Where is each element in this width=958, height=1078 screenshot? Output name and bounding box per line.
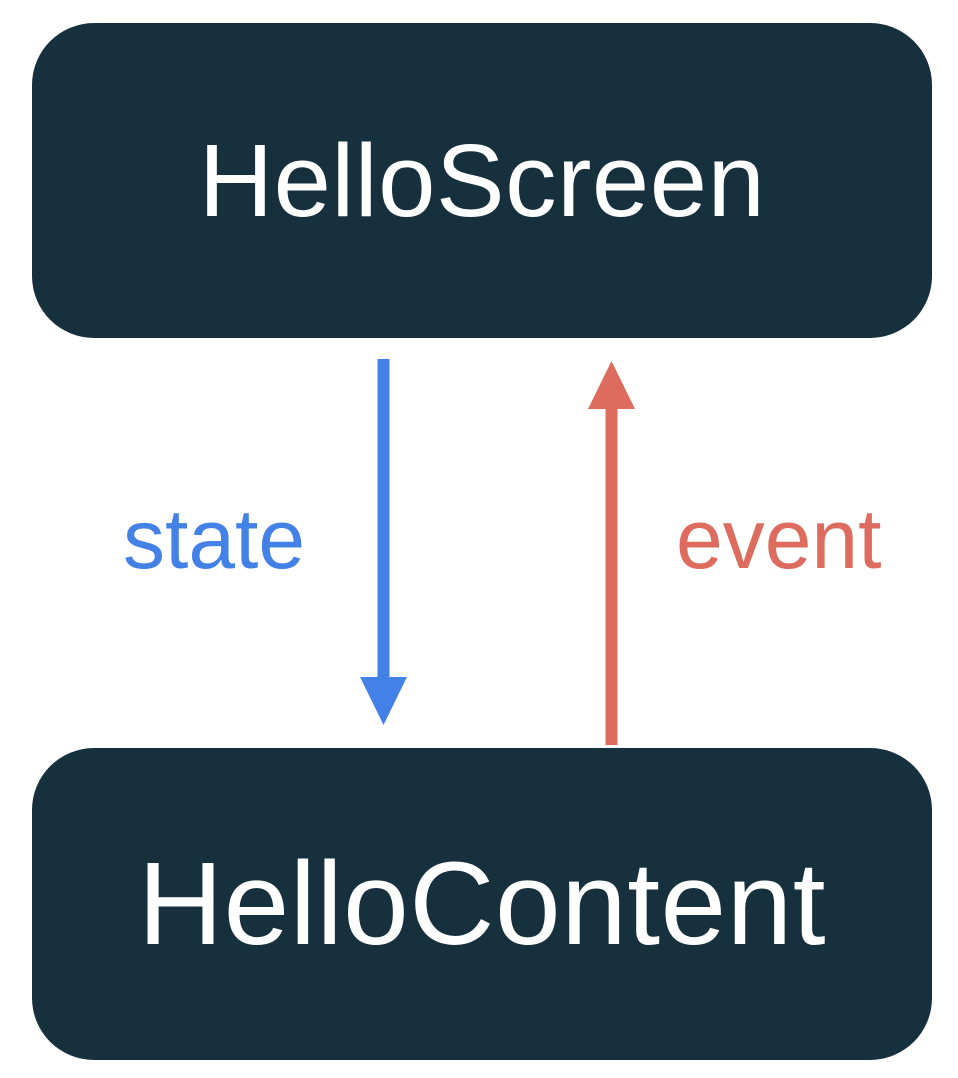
state-arrow-head [360, 677, 407, 725]
hello-content-box: HelloContent [32, 748, 932, 1060]
event-edge-label: event [676, 492, 882, 586]
hello-screen-box: HelloScreen [32, 23, 932, 338]
state-arrow-down-icon [360, 359, 407, 725]
hello-screen-label: HelloScreen [198, 122, 766, 238]
event-arrow-up-icon [588, 361, 635, 745]
state-edge-label: state [123, 492, 306, 586]
hello-content-label: HelloContent [137, 838, 827, 970]
arrow-layer [360, 359, 635, 745]
event-arrow-head [588, 361, 635, 409]
